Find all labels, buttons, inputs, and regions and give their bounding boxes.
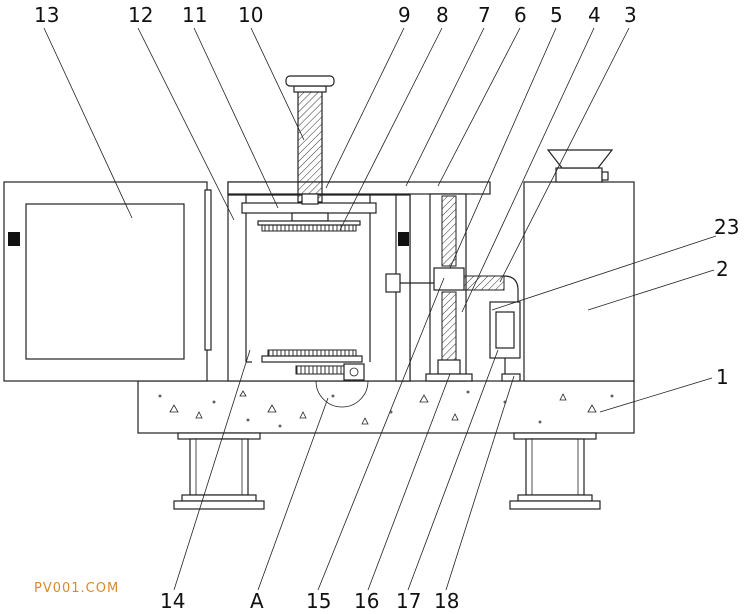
label-14: 14	[160, 589, 185, 613]
right-foot	[509, 432, 601, 510]
label-8: 8	[436, 3, 449, 27]
label-9: 9	[398, 3, 411, 27]
label-11: 11	[182, 3, 207, 27]
label-4: 4	[588, 3, 601, 27]
left-foot	[173, 432, 265, 510]
label-a: A	[250, 589, 264, 613]
watermark: PV001.COM	[34, 581, 119, 596]
label-13: 13	[34, 3, 59, 27]
label-7: 7	[478, 3, 491, 27]
rotary-disc	[261, 349, 369, 408]
drive-motor	[463, 275, 521, 382]
label-18: 18	[434, 589, 459, 613]
label-5: 5	[550, 3, 563, 27]
leader-lines	[43, 27, 717, 591]
press-assembly	[227, 75, 491, 232]
label-17: 17	[396, 589, 421, 613]
label-12: 12	[128, 3, 153, 27]
label-23: 23	[714, 215, 739, 239]
label-2: 2	[716, 257, 729, 281]
lifting-column	[385, 193, 473, 382]
door-panel	[3, 181, 212, 382]
part-labels: 13 12 11 10 9 8 7 6 5 4 3 23 2 1 14 A 15…	[34, 3, 739, 613]
label-1: 1	[716, 365, 729, 389]
label-6: 6	[514, 3, 527, 27]
base-slab	[137, 380, 635, 434]
label-10: 10	[238, 3, 263, 27]
label-16: 16	[354, 589, 379, 613]
label-15: 15	[306, 589, 331, 613]
label-3: 3	[624, 3, 637, 27]
side-cabinet	[523, 149, 635, 382]
